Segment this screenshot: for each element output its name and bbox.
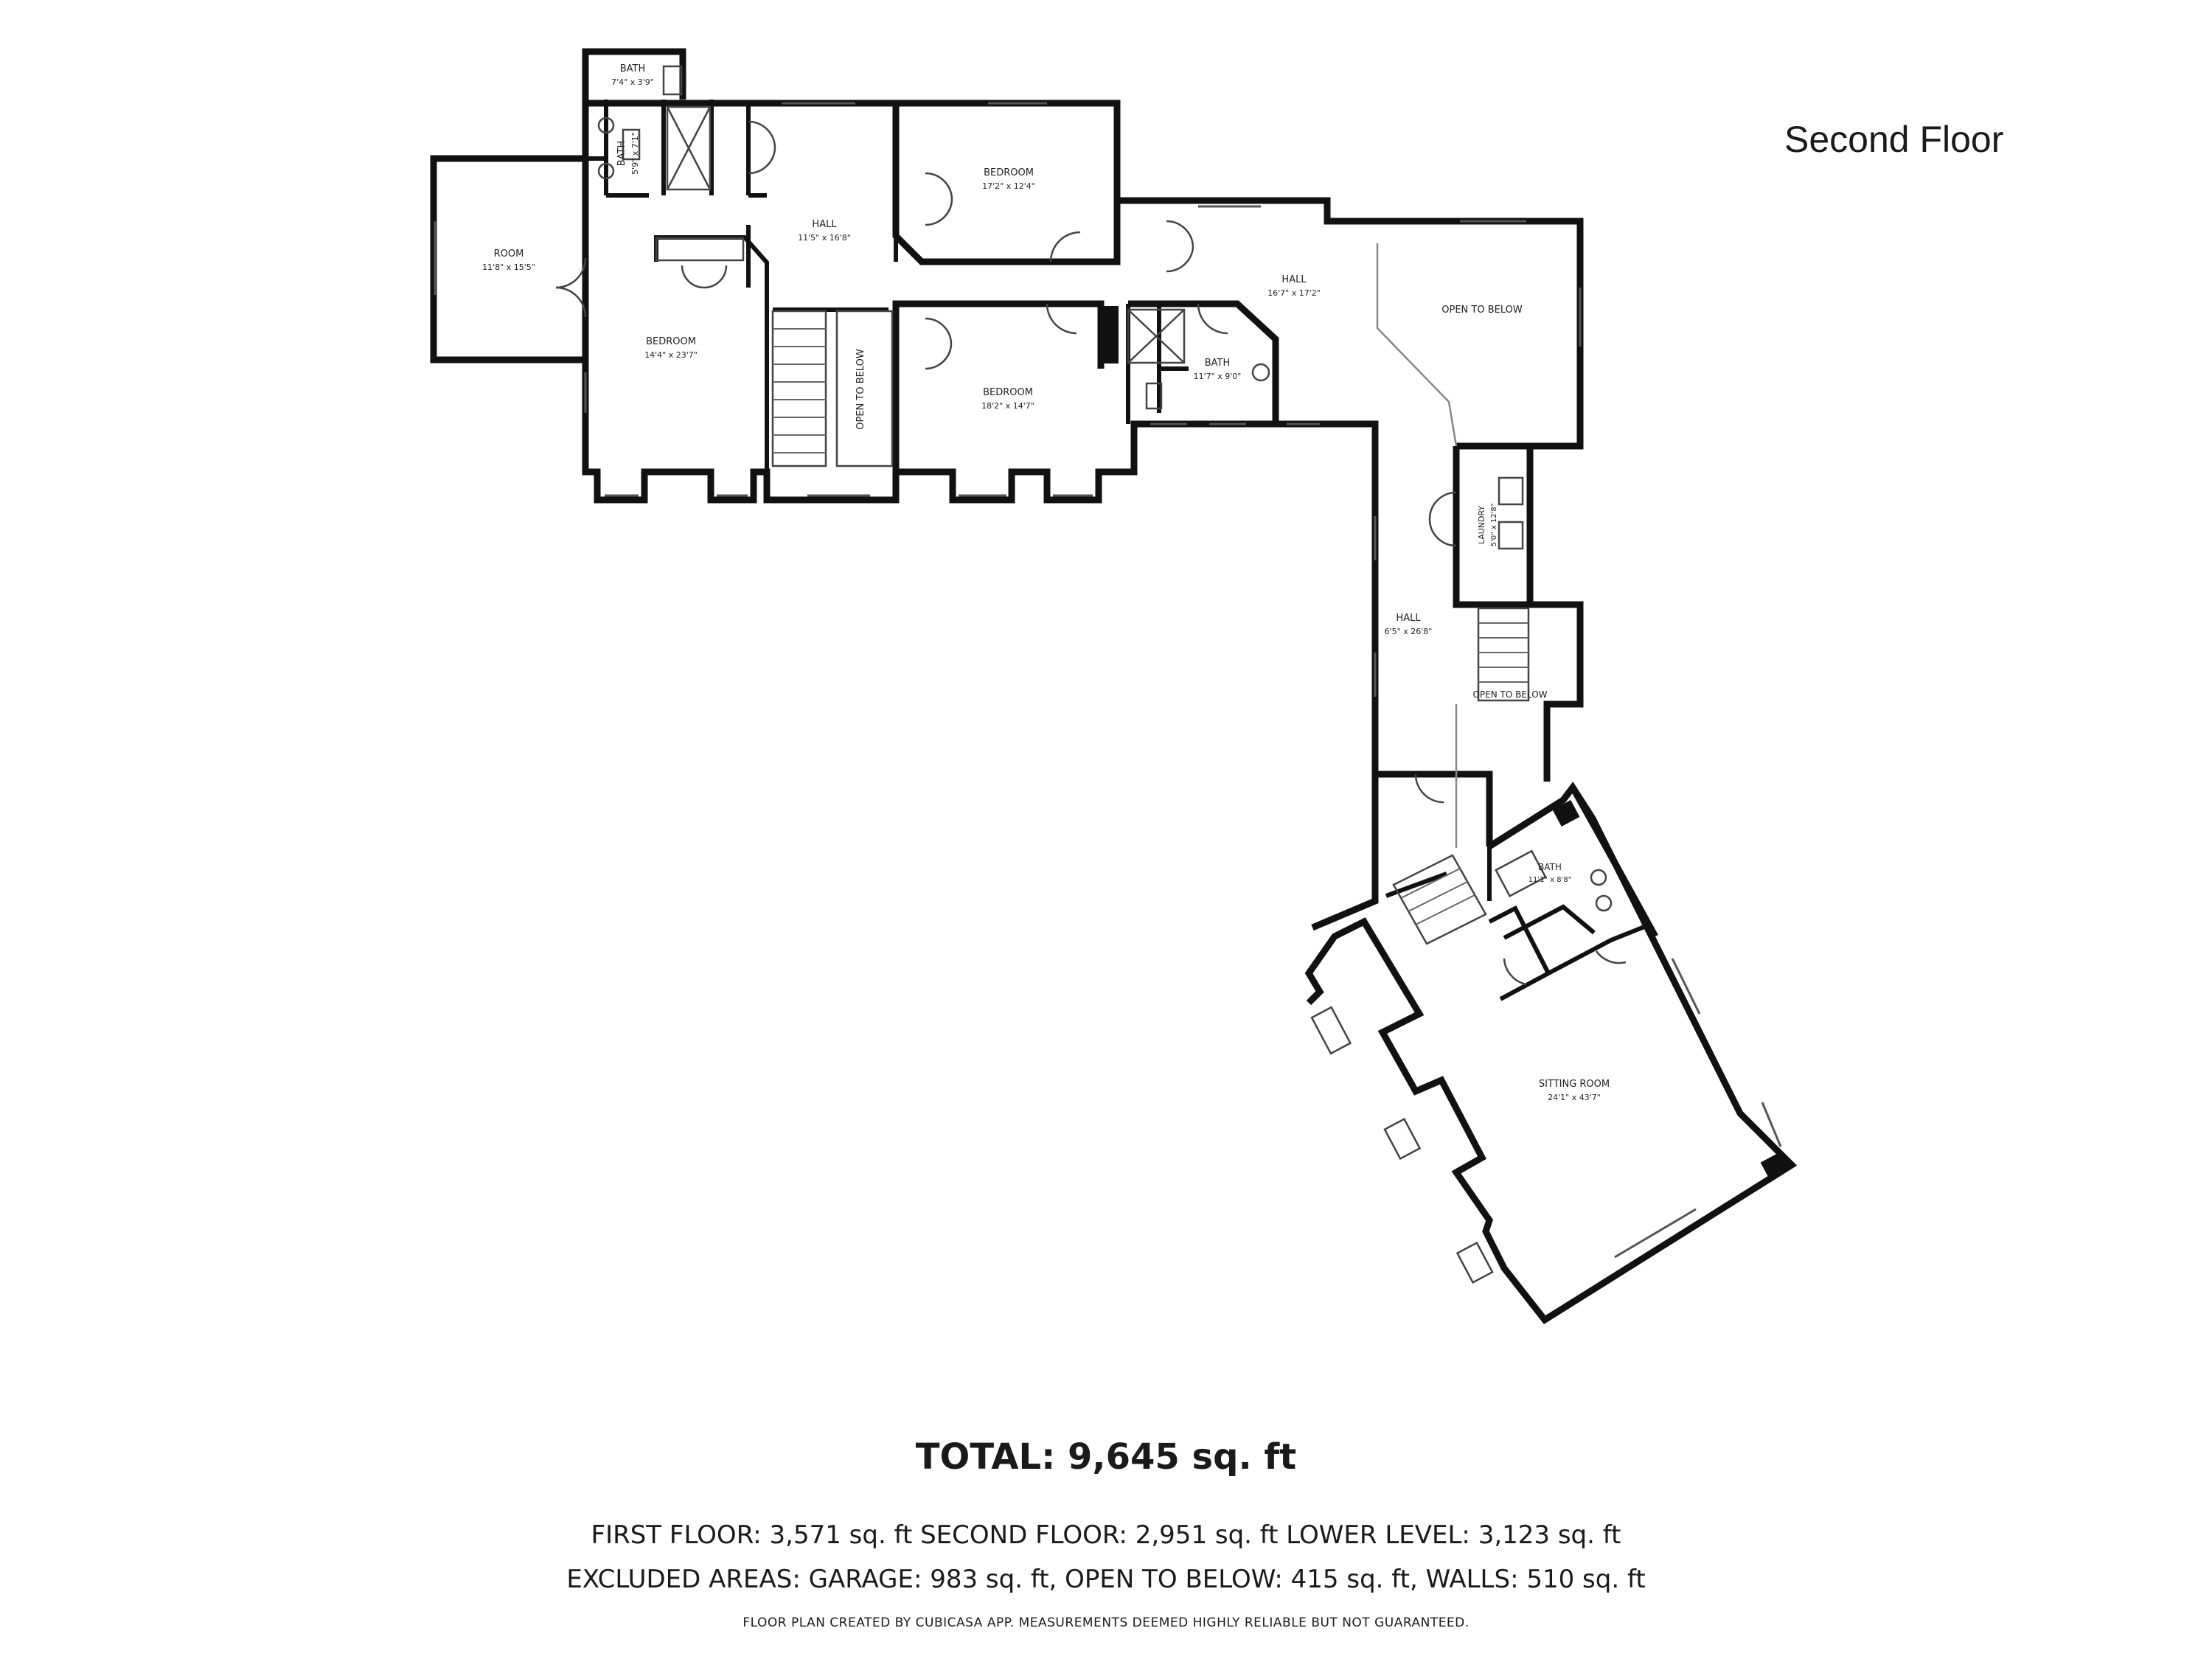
room-dims-hall-east: 16'7" x 17'2": [1267, 288, 1321, 298]
room-name-hall-north: HALL: [812, 219, 837, 230]
room-name-bedroom-center: BEDROOM: [983, 387, 1033, 398]
room-name-laundry: LAUNDRY: [1477, 506, 1486, 545]
open-to-below-label-west: OPEN TO BELOW: [855, 349, 866, 430]
open-to-below-label-east: OPEN TO BELOW: [1441, 305, 1523, 316]
room-name-hall-east: HALL: [1281, 274, 1307, 285]
room-dims-sitting-room: 24'1" x 43'7": [1548, 1093, 1601, 1102]
room-name-sitting-room: SITTING ROOM: [1539, 1079, 1610, 1090]
excluded-areas-summary: EXCLUDED AREAS: GARAGE: 983 sq. ft, OPEN…: [566, 1565, 1646, 1594]
interior-walls: [585, 100, 1649, 1001]
room-name-hall-south: HALL: [1396, 613, 1421, 624]
room-name-bedroom-west: BEDROOM: [646, 336, 696, 347]
room-name-bath-side: BATH: [616, 141, 627, 167]
room-name-bedroom-north: BEDROOM: [984, 167, 1034, 178]
room-dims-laundry: 5'0" x 12'8": [1490, 504, 1498, 547]
walls: [430, 48, 1798, 1324]
room-dims-room-west: 11'8" x 15'5": [482, 262, 535, 272]
room-name-room-west: ROOM: [494, 248, 524, 260]
room-name-bath-south: BATH: [1538, 862, 1562, 872]
room-labels: BATH 7'4" x 3'9" BATH 5'9" x 7'1" ROOM 1…: [482, 63, 1610, 1102]
floor-areas-summary: FIRST FLOOR: 3,571 sq. ft SECOND FLOOR: …: [591, 1520, 1621, 1550]
room-dims-hall-north: 11'5" x 16'8": [798, 233, 851, 243]
room-name-bath-top: BATH: [620, 63, 646, 74]
room-dims-bath-side: 5'9" x 7'1": [630, 132, 640, 175]
room-name-bath-center: BATH: [1205, 358, 1231, 369]
floor-title: Second Floor: [1784, 119, 2004, 160]
room-dims-bedroom-west: 14'4" x 23'7": [644, 350, 698, 360]
total-area: TOTAL: 9,645 sq. ft: [915, 1436, 1297, 1478]
solid-columns: [1101, 306, 1790, 1180]
room-dims-bath-top: 7'4" x 3'9": [611, 77, 654, 87]
room-dims-bath-south: 11'1" x 8'8": [1528, 876, 1572, 884]
room-dims-hall-south: 6'5" x 26'8": [1385, 627, 1433, 636]
room-dims-bedroom-center: 18'2" x 14'7": [981, 401, 1034, 411]
disclaimer: FLOOR PLAN CREATED BY CUBICASA APP. MEAS…: [742, 1615, 1470, 1630]
room-dims-bath-center: 11'7" x 9'0": [1194, 372, 1242, 381]
open-to-below-label-south: OPEN TO BELOW: [1472, 689, 1547, 700]
room-dims-bedroom-north: 17'2" x 12'4": [982, 181, 1035, 191]
fixtures: [434, 65, 1782, 1284]
